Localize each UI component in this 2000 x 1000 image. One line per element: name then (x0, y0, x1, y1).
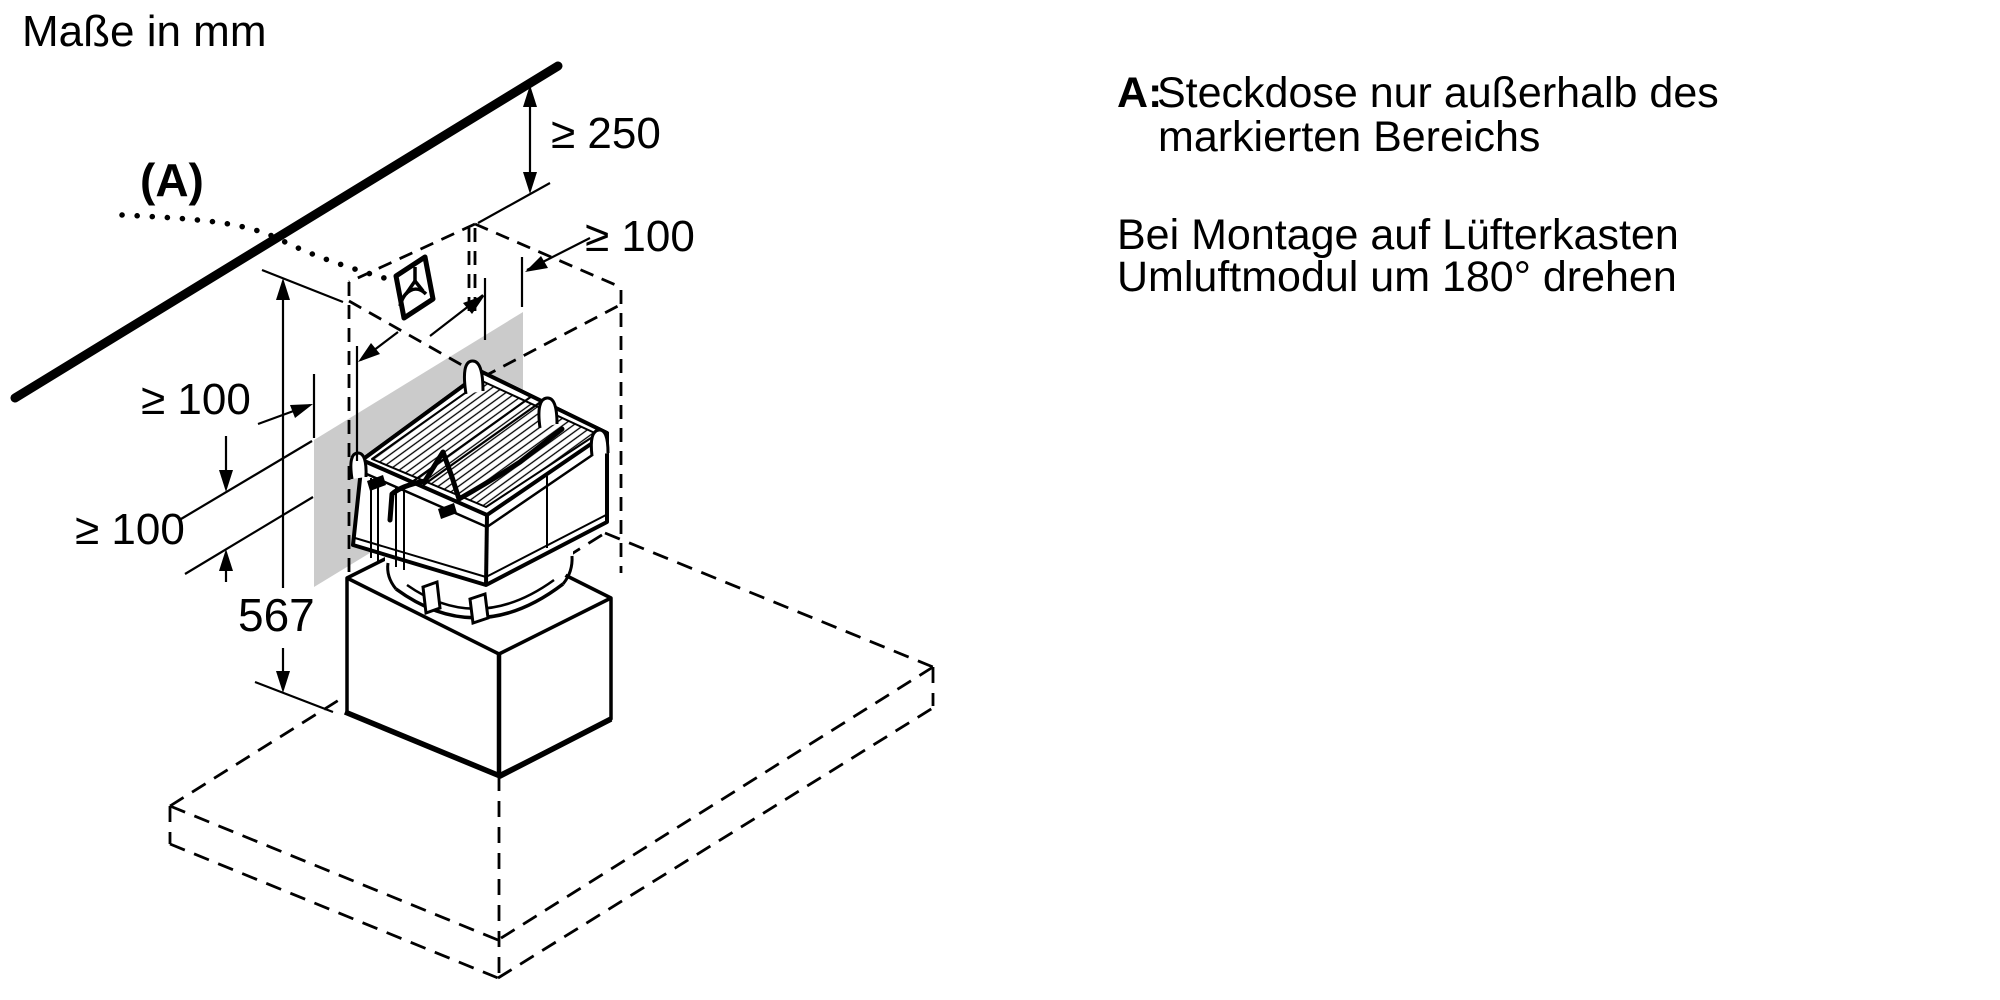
dim-250-label: ≥ 250 (551, 109, 661, 158)
power-socket-icon (393, 254, 436, 321)
dim-100-mid-label: ≥ 100 (141, 375, 251, 424)
module-cable (387, 426, 565, 523)
dim-567 (254, 268, 344, 714)
note-a-line1: Steckdose nur außerhalb des (1157, 69, 1719, 117)
note-montage-line1: Bei Montage auf Lüfterkasten (1117, 211, 1679, 259)
note-montage-line2: Umluftmodul um 180° drehen (1117, 253, 1677, 301)
note-a-line2: markierten Bereichs (1158, 113, 1540, 161)
marker-a-label: (A) (140, 154, 204, 206)
page-title: Maße in mm (22, 7, 266, 56)
note-a: A: Steckdose nur außerhalb des markierte… (1117, 69, 1719, 161)
dim-100-top (429, 237, 591, 340)
dim-100-low (180, 436, 314, 582)
worktop-outline-dashed (168, 531, 937, 980)
dim-100-low-label: ≥ 100 (75, 505, 185, 554)
dim-100-top-label: ≥ 100 (585, 212, 695, 261)
note-montage: Bei Montage auf Lüfterkasten Umluftmodul… (1117, 211, 1679, 301)
dim-250 (477, 85, 551, 224)
recirculation-module (349, 359, 610, 587)
wall-line (10, 61, 563, 403)
dim-567-label: 567 (238, 589, 315, 641)
dim-100-mid (257, 331, 399, 461)
note-a-prefix: A: (1117, 69, 1162, 117)
marker-a-dotted-leader (119, 212, 394, 283)
